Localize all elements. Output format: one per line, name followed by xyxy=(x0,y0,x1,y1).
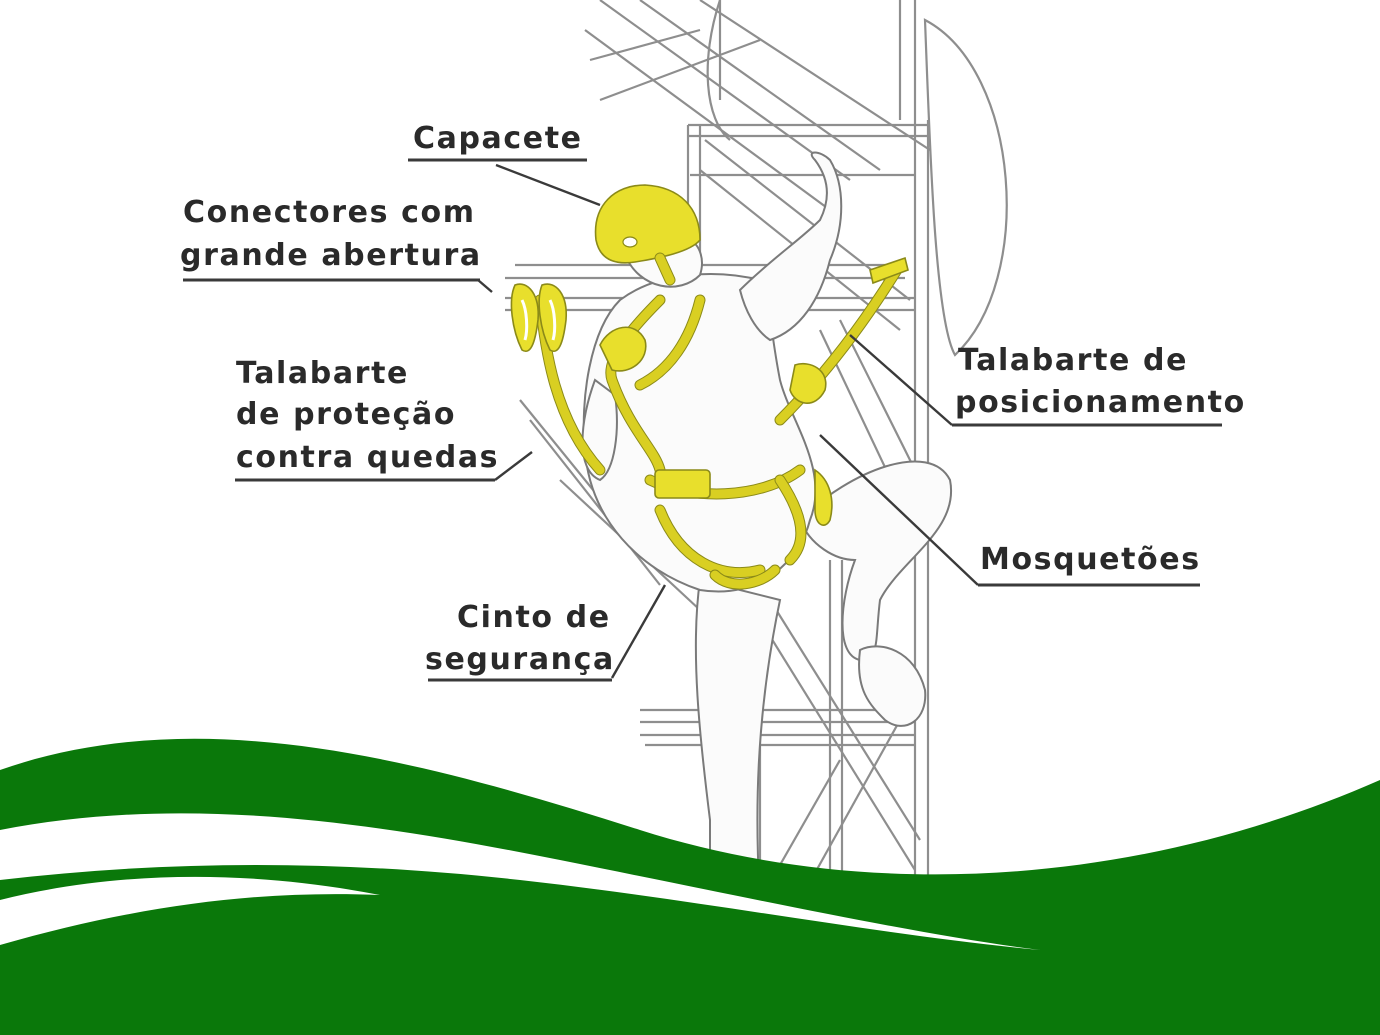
label-cinto-line2: segurança xyxy=(425,642,615,677)
label-mosquetoes: Mosquetões xyxy=(980,542,1201,577)
labels: Capacete Conectores com grande abertura … xyxy=(180,121,1246,677)
label-conectores-line1: Conectores com xyxy=(183,195,476,230)
label-talabarte-posicionamento-line2: posicionamento xyxy=(955,385,1246,420)
callout-lines xyxy=(183,158,1222,682)
helmet-shape xyxy=(594,184,701,264)
green-wave-decoration xyxy=(0,738,1380,1035)
safety-equipment xyxy=(510,184,909,590)
label-capacete: Capacete xyxy=(413,121,583,156)
label-talabarte-protecao-line1: Talabarte xyxy=(236,356,409,391)
label-conectores-line2: grande abertura xyxy=(180,238,482,273)
label-talabarte-protecao-line2: de proteção xyxy=(236,397,456,432)
label-talabarte-protecao-line3: contra quedas xyxy=(236,440,499,475)
label-talabarte-posicionamento-line1: Talabarte de xyxy=(958,343,1188,378)
label-cinto-line1: Cinto de xyxy=(457,600,611,635)
